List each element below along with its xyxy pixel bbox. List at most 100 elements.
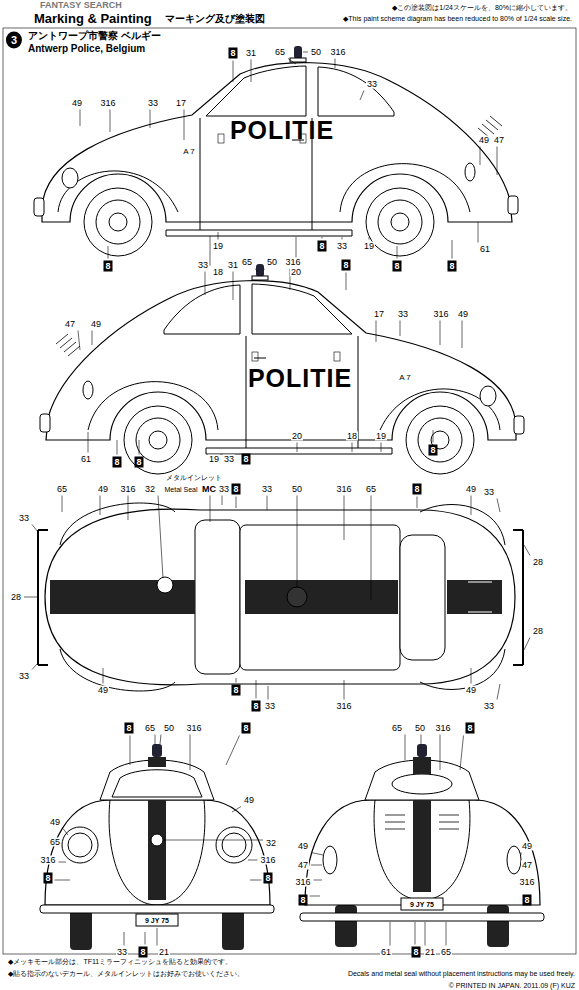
leader-line bbox=[462, 321, 463, 349]
callout-number: 50 bbox=[291, 485, 303, 494]
leader-line bbox=[145, 932, 146, 945]
leader-line bbox=[32, 663, 38, 670]
callout-box: 8 bbox=[124, 723, 133, 734]
leader-line bbox=[497, 147, 498, 176]
leader-line bbox=[433, 430, 434, 443]
leader-line bbox=[55, 880, 70, 881]
callout-box: 8 bbox=[522, 895, 531, 906]
callout-number: 47 bbox=[297, 861, 309, 870]
callout-number: 8 bbox=[414, 484, 419, 494]
leader-line bbox=[344, 680, 345, 700]
leader-line bbox=[236, 497, 237, 509]
note-text: © PRINTED IN JAPAN. 2011.09 (F) KUZ bbox=[449, 982, 575, 989]
callout-box: 8 bbox=[251, 701, 260, 712]
callout-number: 8 bbox=[467, 723, 472, 733]
leader-line bbox=[130, 736, 131, 766]
leader-line bbox=[110, 110, 111, 133]
leader-line bbox=[397, 246, 398, 259]
leader-line bbox=[233, 61, 234, 83]
note-text: アントワープ市警察 ベルギー bbox=[28, 31, 161, 41]
leader-line bbox=[297, 443, 298, 453]
callout-number: 33 bbox=[18, 514, 30, 523]
callout-number: 8 bbox=[233, 685, 238, 695]
leader-line bbox=[63, 829, 68, 836]
leader-line bbox=[497, 684, 500, 700]
leader-line bbox=[117, 440, 118, 455]
callout-number: 50 bbox=[414, 724, 426, 733]
leader-line bbox=[303, 52, 308, 53]
leader-line bbox=[62, 496, 63, 513]
callout-number: 17 bbox=[175, 99, 187, 108]
leader-line bbox=[360, 91, 364, 101]
callout-number: 61 bbox=[80, 455, 92, 464]
callout-number: 8 bbox=[233, 484, 238, 494]
leader-line bbox=[452, 240, 453, 259]
leader-line bbox=[344, 496, 345, 541]
leader-line bbox=[32, 525, 38, 533]
leader-line bbox=[157, 928, 158, 946]
leader-line bbox=[521, 853, 522, 856]
callout-number: 8 bbox=[524, 895, 529, 905]
callout-number: 33 bbox=[223, 455, 235, 464]
leader-line bbox=[311, 853, 323, 856]
leader-line bbox=[155, 735, 156, 746]
callout-number: 33 bbox=[147, 99, 159, 108]
callout-number: 31 bbox=[245, 49, 257, 58]
callout-number: 316 bbox=[434, 724, 451, 733]
leader-line bbox=[369, 237, 370, 240]
callout-number: 65 bbox=[56, 485, 68, 494]
leader-line bbox=[205, 272, 206, 296]
callout-number: 20 bbox=[290, 268, 302, 277]
leader-line bbox=[460, 736, 463, 771]
callout-box: 8 bbox=[298, 895, 307, 906]
callout-number: 8 bbox=[136, 457, 141, 467]
callout-number: 61 bbox=[479, 245, 491, 254]
callout-box: 8 bbox=[43, 873, 52, 884]
leader-line bbox=[471, 668, 472, 684]
callout-number: 32 bbox=[144, 485, 156, 494]
callout-number: 8 bbox=[114, 457, 119, 467]
callout-number: 49 bbox=[457, 310, 469, 319]
callout-number: 17 bbox=[373, 310, 385, 319]
callout-box: 8 bbox=[241, 454, 250, 465]
leader-line bbox=[352, 443, 353, 453]
callout-box: 8 bbox=[263, 873, 272, 884]
callout-box: 8 bbox=[231, 685, 240, 696]
leader-line bbox=[415, 922, 416, 945]
callout-number: 28 bbox=[10, 593, 22, 602]
leader-line bbox=[256, 680, 257, 699]
callout-number: 21 bbox=[424, 948, 436, 957]
leader-line bbox=[524, 545, 530, 556]
note-text: マーキング及び塗装図 bbox=[165, 14, 265, 24]
callout-number: 65 bbox=[365, 485, 377, 494]
callout-number: 33 bbox=[483, 488, 495, 497]
leader-line bbox=[376, 321, 377, 343]
callout-number: 8 bbox=[253, 701, 258, 711]
callout-box: 8 bbox=[412, 484, 421, 495]
callout-number: 65 bbox=[144, 724, 156, 733]
callout-box: 8 bbox=[231, 484, 240, 495]
leader-line bbox=[248, 860, 257, 861]
callout-number: 8 bbox=[343, 260, 348, 270]
callout-number: 50 bbox=[266, 258, 278, 267]
leader-line bbox=[251, 60, 252, 83]
page-title: Marking & Painting bbox=[34, 12, 152, 25]
callout-number: 49 bbox=[478, 136, 490, 145]
callout-number: 316 bbox=[185, 724, 202, 733]
callout-number: 50 bbox=[310, 48, 322, 57]
callout-number: 28 bbox=[532, 627, 544, 636]
callout-number: 18 bbox=[212, 268, 224, 277]
callout-number: 316 bbox=[432, 310, 449, 319]
callout-number: 33 bbox=[397, 310, 409, 319]
leader-line bbox=[425, 922, 426, 946]
callout-number: MC bbox=[201, 485, 217, 494]
section-number: 3 bbox=[6, 32, 22, 49]
leader-line bbox=[288, 59, 296, 65]
leader-line bbox=[314, 880, 322, 881]
leader-line bbox=[124, 932, 125, 946]
callout-number: 65 bbox=[49, 838, 61, 847]
decal-text: POLITIE bbox=[248, 366, 352, 391]
callout-number: 316 bbox=[119, 485, 136, 494]
callout-number: 316 bbox=[329, 48, 346, 57]
callout-number: 32 bbox=[265, 839, 277, 848]
